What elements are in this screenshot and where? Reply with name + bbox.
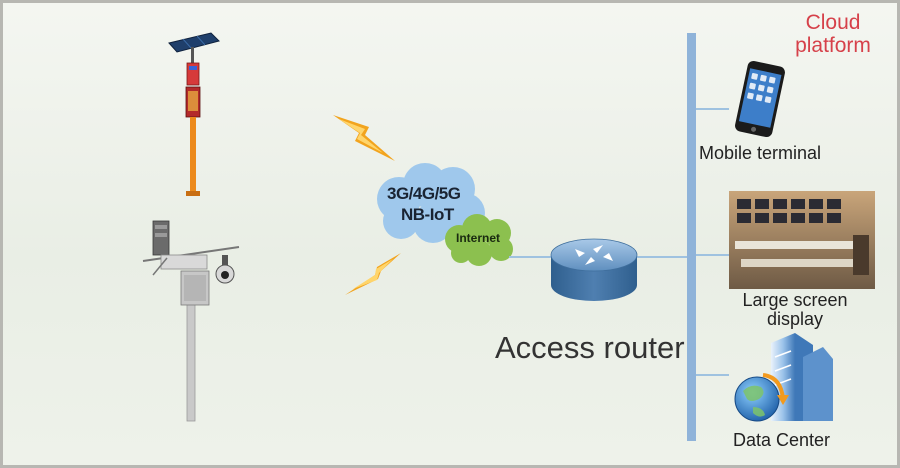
access-router-label: Access router: [495, 330, 685, 365]
cloud-platform-line1: Cloud: [805, 11, 861, 34]
network-label-line2: NB-IoT: [401, 205, 454, 224]
monitoring-room-image: [729, 191, 875, 289]
lightning-icon: [345, 253, 401, 295]
network-cloud: [377, 163, 485, 243]
solar-panel-icon: [168, 32, 220, 53]
weather-station-pole: [142, 220, 240, 422]
large-screen-label-line1: Large screen: [742, 290, 848, 310]
network-label-line1: 3G/4G/5G: [387, 184, 461, 203]
diagram-canvas: [142, 32, 875, 441]
cloud-platform-line2: platform: [795, 34, 871, 57]
cloud-platform-title: Cloud platform: [783, 11, 883, 57]
internet-label: Internet: [456, 231, 501, 245]
data-center-icon: [734, 333, 833, 422]
lightning-icon: [333, 115, 395, 161]
solar-monitoring-pole: [168, 32, 220, 196]
data-center-label: Data Center: [733, 430, 831, 450]
camera-icon: [215, 255, 235, 284]
router-icon: [550, 238, 638, 301]
cloud-bus-line: [687, 33, 696, 441]
smartphone-icon: [735, 60, 785, 138]
mobile-terminal-label: Mobile terminal: [699, 143, 822, 163]
large-screen-label-line2: display: [766, 309, 824, 329]
large-screen-label: Large screen display: [725, 291, 865, 329]
internet-cloud: [445, 214, 513, 266]
